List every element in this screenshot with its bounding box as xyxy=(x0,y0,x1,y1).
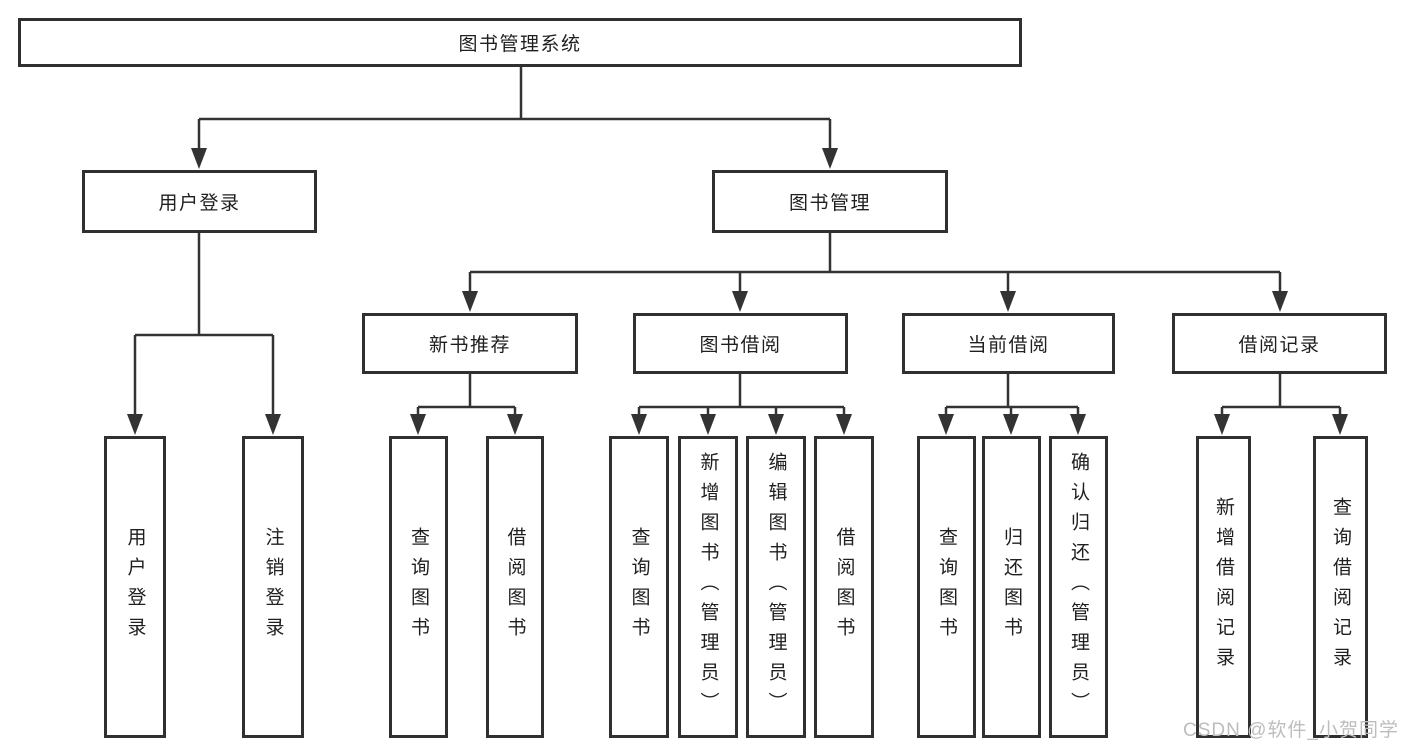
node-label: 图书管理 xyxy=(788,193,871,214)
node-label: 用户登录 xyxy=(124,527,146,647)
connector-userlogin-to-leaves xyxy=(133,233,275,416)
leaf-query-books-borrowing: 查询图书 xyxy=(609,436,669,738)
arrowhead xyxy=(191,148,207,169)
node-label: 新书推荐 xyxy=(428,335,511,356)
node-user-login: 用户登录 xyxy=(82,170,317,233)
arrowhead xyxy=(462,291,478,312)
arrowhead xyxy=(836,414,852,435)
node-label: 新增借阅记录 xyxy=(1213,497,1234,677)
arrowhead xyxy=(1332,414,1348,435)
leaf-logout: 注销登录 xyxy=(242,436,304,738)
node-label: 确认归还（管理员） xyxy=(1068,452,1089,722)
node-book-management: 图书管理 xyxy=(712,170,948,233)
connector-newbooks-to-leaves xyxy=(416,374,517,416)
arrowhead xyxy=(938,414,954,435)
leaf-return-books: 归还图书 xyxy=(982,436,1041,738)
leaf-borrow-books-newbooks: 借阅图书 xyxy=(486,436,544,738)
node-borrowing-records: 借阅记录 xyxy=(1172,313,1387,374)
connector-current-to-leaves xyxy=(944,374,1080,416)
node-label: 编辑图书（管理员） xyxy=(765,452,787,722)
node-label: 查询图书 xyxy=(408,527,429,647)
node-label: 用户登录 xyxy=(158,193,241,214)
node-label: 借阅图书 xyxy=(833,527,855,647)
leaf-user-login: 用户登录 xyxy=(104,436,166,738)
node-label: 借阅图书 xyxy=(504,527,526,647)
node-label: 借阅记录 xyxy=(1238,335,1321,356)
node-label: 注销登录 xyxy=(262,527,284,647)
node-book-management-system: 图书管理系统 xyxy=(18,18,1022,67)
connector-bookmgmt-to-level3 xyxy=(468,233,1282,293)
leaf-edit-books-admin: 编辑图书（管理员） xyxy=(746,436,806,738)
csdn-watermark: CSDN @软件_小贺同学 xyxy=(1183,720,1399,741)
leaf-query-books-current: 查询图书 xyxy=(917,436,976,738)
arrowhead xyxy=(265,414,281,435)
arrowhead xyxy=(700,414,716,435)
leaf-borrow-books-borrowing: 借阅图书 xyxy=(814,436,874,738)
arrowhead xyxy=(768,414,784,435)
connector-root-to-level2 xyxy=(197,67,832,150)
arrowhead xyxy=(127,414,143,435)
arrowhead xyxy=(631,414,647,435)
connector-records-to-leaves xyxy=(1220,374,1342,416)
leaf-query-books-newbooks: 查询图书 xyxy=(389,436,448,738)
node-label: 查询图书 xyxy=(628,527,650,647)
arrowhead xyxy=(1000,291,1016,312)
arrowhead xyxy=(822,148,838,169)
leaf-confirm-return-admin: 确认归还（管理员） xyxy=(1049,436,1108,738)
leaf-add-books-admin: 新增图书（管理员） xyxy=(678,436,738,738)
arrowhead xyxy=(410,414,426,435)
arrowhead xyxy=(1070,414,1086,435)
node-new-book-recommendation: 新书推荐 xyxy=(362,313,578,374)
leaf-add-borrow-record: 新增借阅记录 xyxy=(1196,436,1251,738)
node-book-borrowing: 图书借阅 xyxy=(633,313,848,374)
node-label: 查询借阅记录 xyxy=(1330,497,1351,677)
node-current-borrowing: 当前借阅 xyxy=(902,313,1115,374)
arrowhead xyxy=(507,414,523,435)
node-label: 图书管理系统 xyxy=(458,34,582,55)
leaf-query-borrow-record: 查询借阅记录 xyxy=(1313,436,1368,738)
arrowhead xyxy=(1272,291,1288,312)
node-label: 查询图书 xyxy=(936,527,957,647)
node-label: 新增图书（管理员） xyxy=(697,452,719,722)
node-label: 图书借阅 xyxy=(699,335,782,356)
connector-borrow-to-leaves xyxy=(637,374,846,416)
node-label: 当前借阅 xyxy=(967,335,1050,356)
node-label: 归还图书 xyxy=(1001,527,1022,647)
arrowhead xyxy=(1214,414,1230,435)
arrowhead xyxy=(1003,414,1019,435)
arrowhead xyxy=(732,291,748,312)
